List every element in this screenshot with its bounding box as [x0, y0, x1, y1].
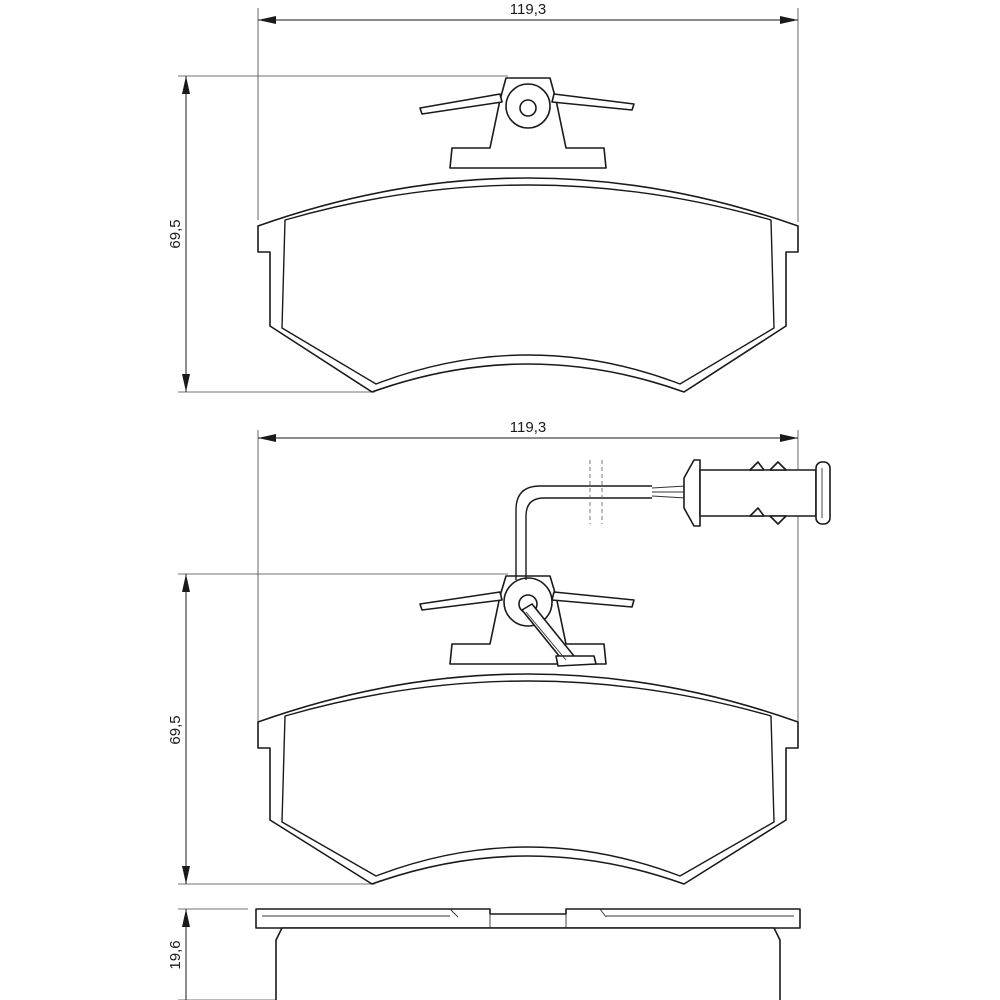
top-height-label: 69,5	[167, 219, 184, 248]
sensor-retaining-spring	[419, 577, 635, 627]
top-retaining-spring	[419, 83, 635, 129]
sensor-pad-view: 119,3 69,5	[167, 419, 831, 885]
sensor-width-label: 119,3	[510, 419, 546, 436]
sensor-height-label: 69,5	[167, 715, 184, 744]
sensor-backing-plate	[257, 673, 799, 885]
top-width-label: 119,3	[510, 1, 546, 18]
top-friction-pad	[281, 184, 775, 385]
side-friction-pad	[275, 927, 781, 1000]
side-thickness-dimension: 19,6	[167, 909, 190, 1000]
top-backing-plate	[257, 177, 799, 393]
side-thickness-label: 19,6	[167, 940, 184, 969]
top-pad-view: 119,3 69,5	[167, 1, 799, 393]
sensor-connector	[683, 459, 831, 527]
side-view: 19,6	[167, 908, 801, 1000]
top-width-dimension: 119,3	[258, 1, 798, 24]
sensor-height-dimension: 69,5	[167, 574, 190, 884]
side-backing-plate	[255, 908, 801, 929]
wear-sensor-cable	[515, 460, 687, 580]
sensor-width-dimension: 119,3	[258, 419, 798, 442]
sensor-friction-pad	[281, 680, 775, 877]
top-height-dimension: 69,5	[167, 76, 190, 392]
wear-sensor-lead	[521, 603, 597, 667]
